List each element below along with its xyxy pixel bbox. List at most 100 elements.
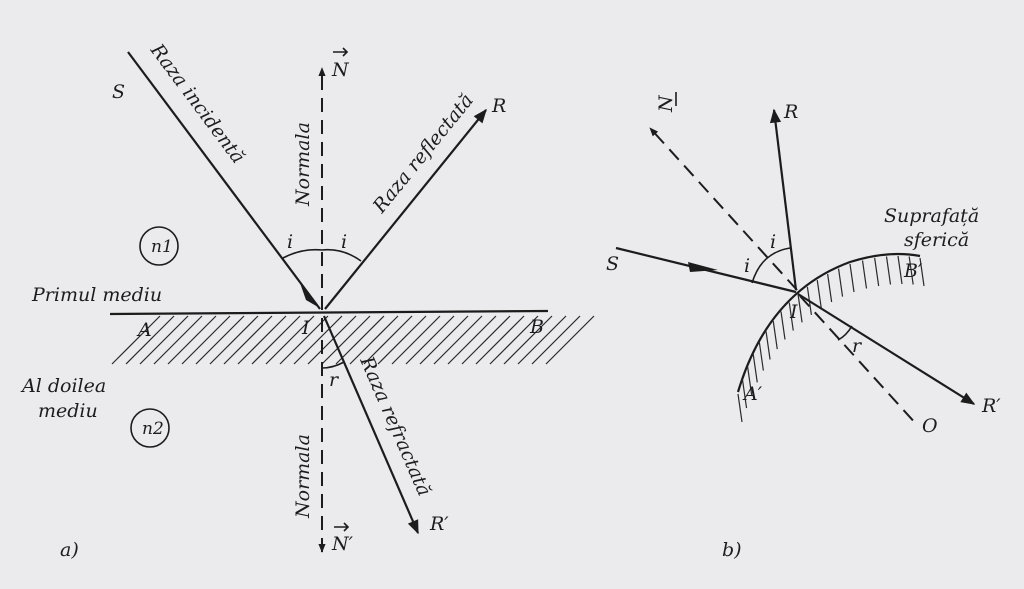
first-medium-label: Primul mediu xyxy=(31,284,162,306)
vector-arrow-N-prime-icon xyxy=(334,522,350,532)
hatch-line xyxy=(111,315,161,365)
hatch-line xyxy=(827,273,833,303)
n2-label: n2 xyxy=(142,419,164,439)
angle-arc-incident-b xyxy=(751,255,771,284)
hatch-line xyxy=(265,315,315,365)
figure-a: S R N N′ R′ A B I i i r n1 n2 a) Primul … xyxy=(20,39,595,561)
hatch-line xyxy=(861,260,868,289)
hatch-line xyxy=(349,315,399,365)
label-R-a: R xyxy=(491,95,506,117)
hatch-line xyxy=(153,315,203,365)
hatch-line xyxy=(419,315,469,365)
second-medium-label-1: Al doilea xyxy=(20,375,106,397)
angle-arc-incident xyxy=(282,248,323,259)
panel-label-b: b) xyxy=(722,539,742,561)
label-N-a: N xyxy=(331,59,350,81)
label-R-prime-a: R′ xyxy=(429,513,449,535)
label-I-b: I xyxy=(789,301,798,323)
hatch-line xyxy=(816,279,822,309)
hatch-line xyxy=(908,256,914,285)
hatch-line xyxy=(321,315,371,365)
hatch-line xyxy=(765,331,771,360)
hatch-line xyxy=(293,315,343,365)
hatch-line xyxy=(461,315,511,365)
incident-ray xyxy=(127,51,321,310)
label-A-prime-b: A′ xyxy=(742,383,763,405)
angle-r-b: r xyxy=(852,335,863,357)
hatch-line xyxy=(475,315,525,365)
angle-arc-reflected-b xyxy=(769,247,791,257)
hatched-sphere xyxy=(737,255,925,423)
hatch-line xyxy=(391,315,441,365)
label-R-prime-b: R′ xyxy=(981,395,1001,417)
figure-b: S R N R′ A′ B′ I O i i r Suprafață sferi… xyxy=(606,92,1001,561)
hatch-line xyxy=(503,315,553,365)
angle-arc-reflected xyxy=(321,248,362,262)
hatch-line xyxy=(788,302,794,331)
hatch-line xyxy=(363,315,413,365)
angle-i-left-b: i xyxy=(744,255,750,277)
hatch-line xyxy=(195,315,245,365)
refracted-ray xyxy=(322,315,420,535)
hatch-line xyxy=(279,315,329,365)
hatch-line xyxy=(780,311,786,340)
hatch-line xyxy=(489,315,539,365)
hatch-line xyxy=(125,315,175,365)
label-S-a: S xyxy=(112,81,125,103)
normal-label-bottom: Normala xyxy=(292,434,314,519)
hatch-line xyxy=(209,315,259,365)
hatch-line xyxy=(517,315,567,365)
second-medium-label-2: mediu xyxy=(38,400,98,422)
hatch-line xyxy=(874,257,880,287)
normal-extension-b xyxy=(799,295,919,427)
angle-i-right-a: i xyxy=(341,231,347,253)
angle-arc-refracted-b xyxy=(837,325,853,341)
hatch-line xyxy=(837,268,844,297)
hatch-line xyxy=(741,379,748,409)
angle-arc-refracted xyxy=(321,361,345,369)
normal-line-b xyxy=(649,127,798,291)
hatch-line xyxy=(531,315,581,365)
hatch-line xyxy=(772,321,778,350)
surface-label-2: sferică xyxy=(904,229,969,251)
hatch-line xyxy=(545,315,595,365)
incident-ray-label: Raza incidentă xyxy=(145,39,249,168)
incident-arrow-icon xyxy=(300,283,318,307)
hatch-line xyxy=(139,315,189,365)
normal-label-top: Normala xyxy=(292,122,314,207)
hatch-line xyxy=(752,354,758,383)
hatch-line xyxy=(167,315,217,365)
hatch-line xyxy=(849,263,855,293)
label-N-b: N xyxy=(655,94,677,113)
reflected-ray xyxy=(324,108,487,310)
hatch-line xyxy=(737,393,743,423)
hatch-line xyxy=(181,315,231,365)
label-R-b: R xyxy=(783,101,798,123)
hatch-line xyxy=(251,315,301,365)
angle-r-a: r xyxy=(329,369,340,391)
hatch-line xyxy=(223,315,273,365)
hatch-line xyxy=(335,315,385,365)
interface-line xyxy=(109,309,549,316)
reflected-ray-label: Raza reflectată xyxy=(368,90,478,218)
surface-label-1: Suprafață xyxy=(884,205,979,227)
n2-circle xyxy=(130,408,170,448)
refracted-ray-b xyxy=(797,293,976,405)
label-O-b: O xyxy=(922,415,938,437)
angle-i-left-a: i xyxy=(287,231,293,253)
hatch-line xyxy=(747,366,753,395)
hatch-line xyxy=(237,315,287,365)
panel-label-a: a) xyxy=(60,539,79,561)
label-B-a: B xyxy=(529,316,544,338)
label-A-a: A xyxy=(136,319,152,341)
n1-circle xyxy=(139,226,179,266)
hatch-line xyxy=(377,315,427,365)
hatch-line xyxy=(758,342,764,371)
hatch-line xyxy=(307,315,357,365)
hatch-line xyxy=(433,315,483,365)
n1-label: n1 xyxy=(151,237,173,257)
label-B-prime-b: B′ xyxy=(903,260,923,282)
hatch-line xyxy=(447,315,497,365)
reflected-ray-b xyxy=(769,108,798,291)
